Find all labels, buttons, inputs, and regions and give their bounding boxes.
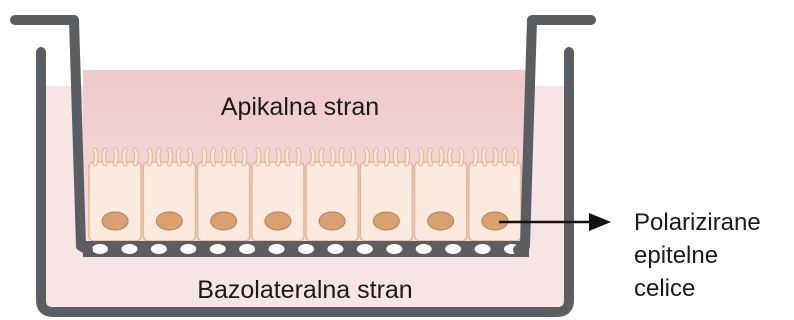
membrane-pore [151, 244, 167, 254]
cell-nucleus [265, 212, 291, 230]
membrane-pore [357, 244, 373, 254]
cell-nucleus [211, 212, 237, 230]
membrane-pore [121, 244, 137, 254]
membrane-pore [445, 244, 461, 254]
cell-nucleus [373, 212, 399, 230]
cell-nucleus [156, 212, 182, 230]
apical-side-label: Apikalna stran [221, 93, 379, 121]
polarized-cells-label-line3: celice [634, 275, 695, 302]
membrane-pore [416, 244, 432, 254]
basolateral-side-label: Bazolateralna stran [197, 276, 412, 304]
arrow-head [589, 213, 611, 231]
membrane-pore [386, 244, 402, 254]
membrane-pore [239, 244, 255, 254]
membrane-pore [210, 244, 226, 254]
membrane-pore [180, 244, 196, 254]
cell-nucleus [319, 212, 345, 230]
membrane-pore [327, 244, 343, 254]
membrane-pore [269, 244, 285, 254]
cell-nucleus [428, 212, 454, 230]
membrane-pore [475, 244, 491, 254]
membrane-pore [298, 244, 314, 254]
polarized-cells-label-line1: Polarizirane [634, 209, 761, 236]
membrane-pores [92, 244, 520, 254]
cell-nucleus [102, 212, 128, 230]
membrane-pore [92, 244, 108, 254]
polarized-cells-label-line2: epitelne [634, 242, 718, 269]
